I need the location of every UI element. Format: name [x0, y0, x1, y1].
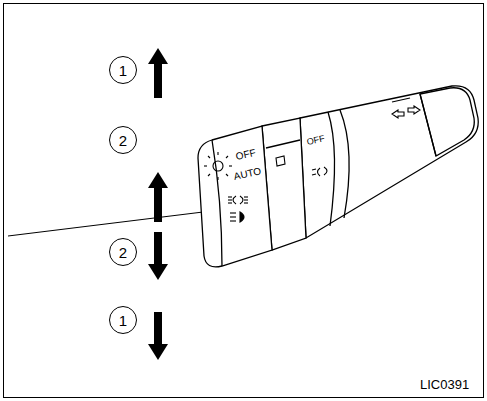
- axis-line: [8, 212, 203, 236]
- callout-number: 1: [119, 313, 127, 328]
- callout-circle: 2: [109, 126, 137, 154]
- stalk-lever: [198, 86, 478, 267]
- callout-number: 2: [119, 133, 127, 148]
- frame: [4, 4, 484, 398]
- callout-circle: 1: [109, 306, 137, 334]
- switch-symbols: [204, 98, 420, 222]
- figure-code: LIC0391: [420, 378, 469, 391]
- direction-arrows: [148, 48, 168, 360]
- callout-number: 2: [119, 245, 127, 260]
- callout-circle: 1: [109, 56, 137, 84]
- callout-circle: 2: [109, 238, 137, 266]
- callout-number: 1: [119, 63, 127, 78]
